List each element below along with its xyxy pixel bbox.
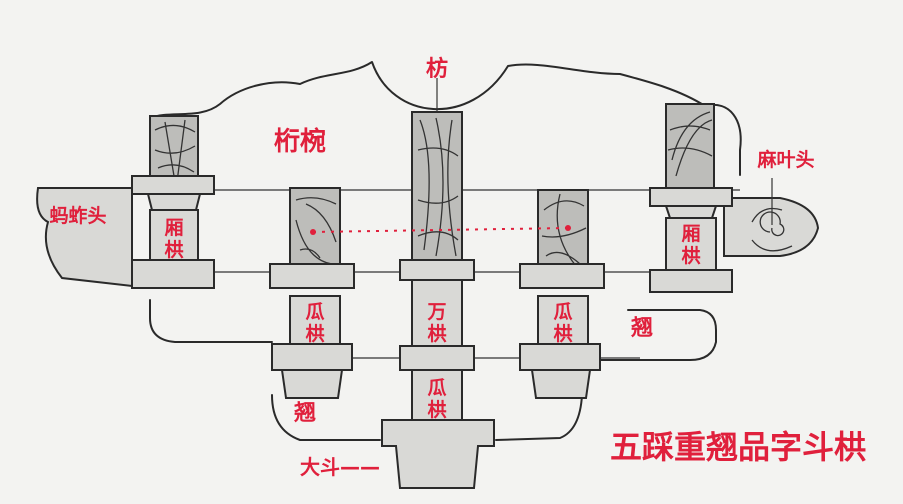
label-gua-gong-left: 瓜栱	[305, 301, 324, 345]
label-xiang-gong-right: 厢栱	[681, 223, 700, 267]
grain-right-top	[667, 111, 713, 177]
label-wan-gong: 万栱	[426, 301, 446, 345]
diagram-title: 五踩重翘品字斗栱	[610, 428, 866, 466]
cap-wan-gong	[399, 259, 475, 281]
red-axis-line	[312, 227, 569, 233]
maye-tou-swirl	[751, 207, 793, 252]
grain-gua-right	[541, 193, 587, 267]
label-maye-tou: 麻叶头	[756, 148, 814, 171]
cap-gua-right	[519, 263, 605, 289]
label-mazha-tou: 蚂蚱头	[49, 204, 106, 227]
gua-gong-right	[519, 189, 605, 399]
xiang-gong-left	[131, 115, 215, 289]
center-column	[381, 78, 495, 489]
cap-gua-left	[269, 263, 355, 289]
cap-right-top	[649, 187, 733, 207]
base-gua-left	[271, 343, 353, 371]
label-fang: 枋	[426, 56, 448, 82]
wan-gong-body	[411, 279, 463, 347]
neck-gua-left	[280, 369, 344, 399]
mazha-tou-shape	[36, 187, 133, 288]
grain-left-top	[154, 119, 196, 183]
label-qiao-right: 翘	[630, 316, 653, 341]
label-gua-gong-bottom: 瓜栱	[427, 377, 446, 421]
label-gua-gong-right: 瓜栱	[553, 301, 572, 345]
base-gua-right	[519, 343, 601, 371]
base-left	[131, 259, 215, 289]
label-xiang-gong-left: 厢栱	[164, 217, 183, 261]
label-hengwan: 桁椀	[274, 126, 326, 157]
lower-tray-outer	[149, 299, 717, 361]
label-qiao-left: 翘	[293, 401, 316, 426]
label-da-dou: 大斗——	[300, 455, 380, 479]
cap-gua-gong-bottom	[399, 345, 475, 371]
gua-gong-left-body	[289, 295, 341, 349]
neck-left-top	[146, 193, 202, 211]
neck-right-top	[664, 205, 718, 219]
grain-gua-left	[295, 197, 337, 265]
da-dou-block	[381, 419, 495, 489]
neck-gua-right	[530, 369, 592, 399]
maye-tou-shape	[723, 197, 820, 257]
block-right-top	[665, 103, 715, 189]
fang-beam	[411, 111, 463, 263]
grain-fang	[417, 117, 459, 257]
gua-gong-bottom-body	[411, 369, 463, 427]
xiang-gong-right	[649, 103, 733, 293]
gua-gong-left	[269, 187, 355, 399]
red-dot-left	[310, 229, 316, 235]
gua-gong-right-body	[537, 295, 589, 349]
cap-left-top	[131, 175, 215, 195]
red-dot-right	[565, 225, 571, 231]
base-right	[649, 269, 733, 293]
lower-tray-inner	[271, 394, 583, 441]
